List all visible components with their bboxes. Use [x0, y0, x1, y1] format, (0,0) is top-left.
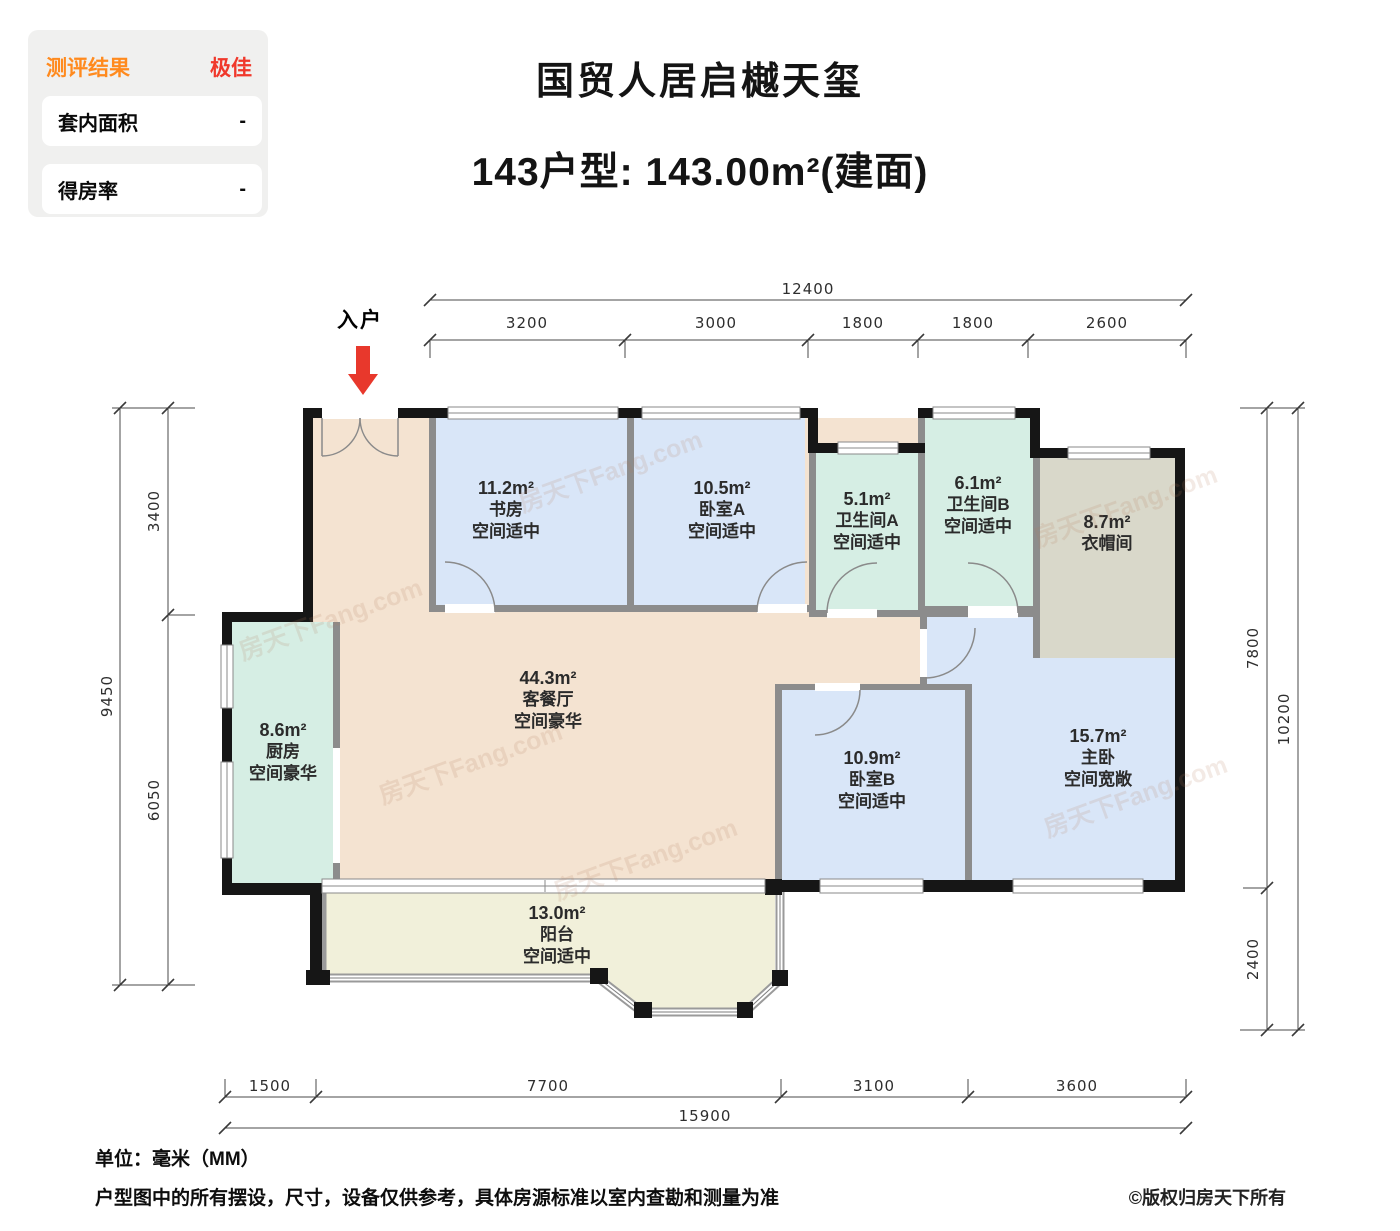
dim-bottom-total: 15900 — [678, 1107, 732, 1125]
room-label-bedroom-a: 10.5m² 卧室A 空间适中 — [688, 478, 756, 541]
disclaimer-text: 户型图中的所有摆设，尺寸，设备仅供参考，具体房源标准以室内查勘和测量为准 — [95, 1188, 780, 1209]
room-fills — [232, 418, 1175, 1008]
room-fill-balcony — [322, 892, 775, 1008]
entry-label: 入户 — [337, 309, 383, 332]
bedroom-b-door-arc — [814, 689, 861, 736]
unit-note: 单位：毫米（MM） — [95, 1149, 260, 1170]
dim-bottom-seg-2: 7700 — [526, 1077, 570, 1095]
efficiency-label: 得房率 — [58, 180, 118, 203]
room-fill-bath-a — [816, 453, 918, 610]
efficiency-value: - — [239, 177, 246, 200]
door-arcs — [321, 417, 1019, 736]
bath-b-door-arc — [967, 562, 1019, 614]
dim-right-seg-1: 7800 — [1244, 626, 1262, 670]
dim-top-seg-2: 3000 — [694, 314, 738, 332]
room-label-bedroom-b: 10.9m² 卧室B 空间适中 — [838, 748, 906, 811]
inner-area-label: 套内面积 — [58, 112, 138, 135]
project-name-title: 国贸人居启樾天玺 — [535, 61, 865, 103]
room-fill-study — [436, 418, 627, 605]
panel-row-inner-area: 套内面积 - — [42, 96, 262, 146]
dim-left-total: 9450 — [98, 674, 116, 718]
copyright-text: ©版权归房天下所有 — [1128, 1188, 1286, 1208]
dim-top-seg-1: 3200 — [505, 314, 549, 332]
panel-row-efficiency: 得房率 - — [42, 164, 262, 214]
dim-bottom-seg-1: 1500 — [248, 1077, 292, 1095]
evaluation-title: 测评结果 — [46, 57, 130, 80]
entry-door-right-arc — [359, 417, 399, 457]
evaluation-panel: 测评结果 极佳 套内面积 - 得房率 - — [28, 30, 268, 217]
dim-left-seg-2: 6050 — [145, 778, 163, 822]
kitchen-opening — [333, 748, 340, 863]
evaluation-rating-badge: 极佳 — [210, 57, 252, 80]
room-fill-bedroom-b — [782, 690, 965, 880]
room-label-cloakroom: 8.7m² 衣帽间 — [1081, 512, 1133, 553]
master-door-arc — [924, 627, 976, 679]
interior-walls — [333, 418, 1040, 885]
dim-top-total: 12400 — [781, 280, 835, 298]
dimension-ticks — [113, 293, 1305, 1135]
dim-left-seg-1: 3400 — [145, 489, 163, 533]
room-fill-bath-b — [925, 418, 1033, 606]
room-fill-cloakroom — [1040, 458, 1175, 658]
room-fill-kitchen — [232, 622, 333, 883]
dim-right-total: 10200 — [1275, 692, 1293, 746]
entry-door-opening — [322, 407, 398, 419]
dim-bottom-seg-4: 3600 — [1055, 1077, 1099, 1095]
entry-arrow-icon — [348, 346, 378, 395]
room-label-living: 44.3m² 客餐厅 空间豪华 — [514, 668, 582, 731]
bath-a-door-arc — [826, 562, 878, 614]
room-label-bath-a: 5.1m² 卫生间A 空间适中 — [833, 489, 901, 552]
dim-top-seg-5: 2600 — [1085, 314, 1129, 332]
entry-door-left-arc — [321, 417, 361, 457]
room-fill-bedroom-a — [634, 418, 805, 605]
dim-top-seg-4: 1800 — [951, 314, 995, 332]
room-label-bath-b: 6.1m² 卫生间B 空间适中 — [944, 473, 1012, 536]
dim-bottom-seg-3: 3100 — [852, 1077, 896, 1095]
study-door-arc — [444, 561, 496, 613]
dim-top-seg-3: 1800 — [841, 314, 885, 332]
floorplan-title: 143户型: 143.00m²(建面) — [471, 151, 929, 194]
dim-right-seg-2: 2400 — [1244, 937, 1262, 981]
evaluation-header: 测评结果 极佳 — [42, 44, 262, 96]
room-label-master: 15.7m² 主卧 空间宽敞 — [1064, 726, 1132, 789]
inner-area-value: - — [239, 109, 246, 132]
room-label-balcony: 13.0m² 阳台 空间适中 — [523, 903, 591, 966]
room-label-kitchen: 8.6m² 厨房 空间豪华 — [249, 720, 317, 783]
windows — [220, 406, 1151, 894]
room-label-study: 11.2m² 书房 空间适中 — [472, 478, 540, 541]
bedroom-a-door-arc — [756, 561, 808, 613]
